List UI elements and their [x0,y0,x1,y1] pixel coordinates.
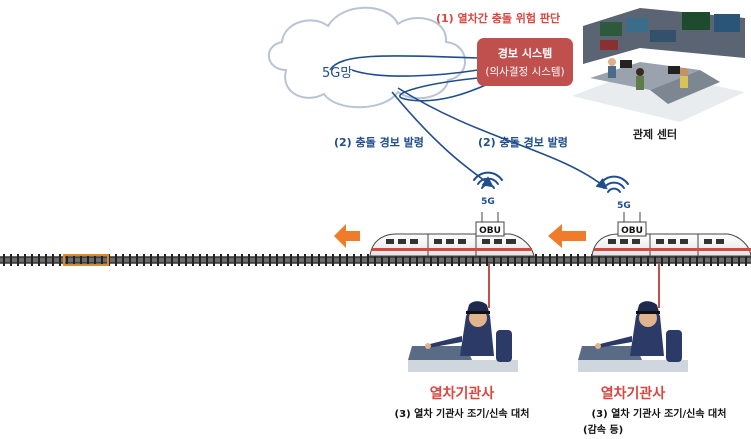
step2-label-right: (2) 충돌 경보 발령 [478,135,568,149]
alert-arrow-left-train [391,91,494,188]
driver-caption2-right: (감속 등) [583,424,623,436]
railway-track [0,254,751,266]
wifi-signal-icon-right [599,175,629,193]
alarm-system-subtitle: (의사결정 시스템) [485,66,564,78]
alert-arrow-right-train [397,87,608,190]
driver-title-left: 열차기관사 [430,385,495,402]
signal-label-right: 5G [617,201,631,211]
signal-label-left: 5G [481,197,495,207]
alarm-system-title: 경보 시스템 [498,46,552,60]
step1-label: (1) 열차간 충돌 위험 판단 [436,11,560,25]
driver-illustration-right [578,301,688,372]
driver-title-right: 열차기관사 [601,385,666,402]
obu-label-left: OBU [479,226,501,236]
motion-arrow-right-train [548,224,586,248]
wifi-signal-icon-left [473,171,503,189]
link-alarm-to-cloud-bottom [351,69,479,77]
driver-caption-right: (3) 열차 기관사 조기/신속 대처 [592,407,727,420]
link-cloud-to-alarm-top [329,54,479,71]
motion-arrow-left-train [334,224,360,248]
control-center-illustration [572,8,745,122]
driver-caption-left: (3) 열차 기관사 조기/신속 대처 [395,407,530,420]
network-links [329,54,489,102]
cloud-label: 5G망 [322,66,352,81]
obu-label-right: OBU [621,226,643,236]
step2-label-left: (2) 충돌 경보 발령 [334,135,424,149]
driver-illustration-left [408,301,518,372]
link-alarm-loop [399,77,489,102]
control-center-label: 관제 센터 [633,127,677,141]
train-right [591,212,751,257]
train-left [369,212,535,257]
alarm-system-box: 경보 시스템 (의사결정 시스템) [477,38,573,86]
